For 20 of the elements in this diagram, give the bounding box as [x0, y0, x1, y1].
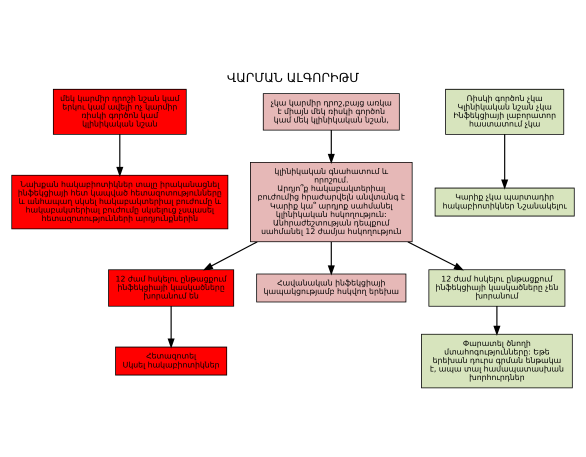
node-box: Կարիք չկա պարտադիր հակաբիոտիկներ Նշանակելու — [434, 188, 575, 216]
node-box: 12 ժամ հսկելու ընթացքում ինֆեկցիայի կասկածները չեն խորանում — [428, 269, 566, 307]
arrow — [116, 134, 124, 177]
node-box: չկա կարմիր դրոշ,բայց առկա է միայն մեկ ռիսկի գործոն կամ մեկ կլինիկական նշան, — [262, 93, 400, 131]
node-box: կլինիկական գնահատում և որոշում. Արդյո՞ք հակաբակտերիալ բուժումից հրաժարվելն անվտանգ է Կարիք կա՞ արդյոք սահմանել կլինիկական հսկողություն: Անհրաժեշտության դեպքում սահմանել 12 ժամյա հսկողություն — [250, 162, 413, 242]
node-box: Նախքան հակաբիոտիկներ տալը իրականացնել ինֆեկցիայի հետ կապված հետազոտությունները և անհապաղ սկսել հակաբակտերիալ բուժումը և հակաբակտերիալ բուժումը սկսելուց չսպասել հետազոտությունների արդյունքներին — [11, 174, 228, 230]
arrow — [328, 130, 335, 164]
arrow — [408, 241, 464, 270]
arrow — [493, 306, 500, 336]
node-box: մեկ կարմիր դրոշի նշան կամ երկու կամ ավելի ոչ կարմիր ռիսկի գործոն կամ կլինիկական նշան — [52, 88, 187, 135]
node-box: 12 ժամ հսկելու ընթացքում ինֆեկցիայի կասկածները խորանում են — [108, 269, 234, 307]
node-box: Հավանական ինֆեկցիայի կապակցությամբ հսկվող երեխա — [256, 274, 406, 302]
arrow — [328, 242, 335, 276]
node-box: Փարատել ծնողի մտահոգությունները: Եթե երեխան դուրս գրման ենթակա է, ապա տալ համապատասխան խորհուրդներ — [421, 334, 573, 388]
node-box: Հետազոտել Սկսել հակաբիոտիկներ — [115, 346, 228, 376]
diagram-title: ՎԱՐՄԱՆ ԱԼԳՈՐԻԹՄ — [226, 70, 360, 86]
node-box: Ռիսկի գործոն չկա Կլինիկական նշան չկա Ինֆեկցիայի լաբորատոր հաստատում չկա — [445, 88, 564, 135]
arrow — [501, 134, 508, 190]
arrow — [168, 306, 175, 349]
arrow — [202, 241, 258, 270]
